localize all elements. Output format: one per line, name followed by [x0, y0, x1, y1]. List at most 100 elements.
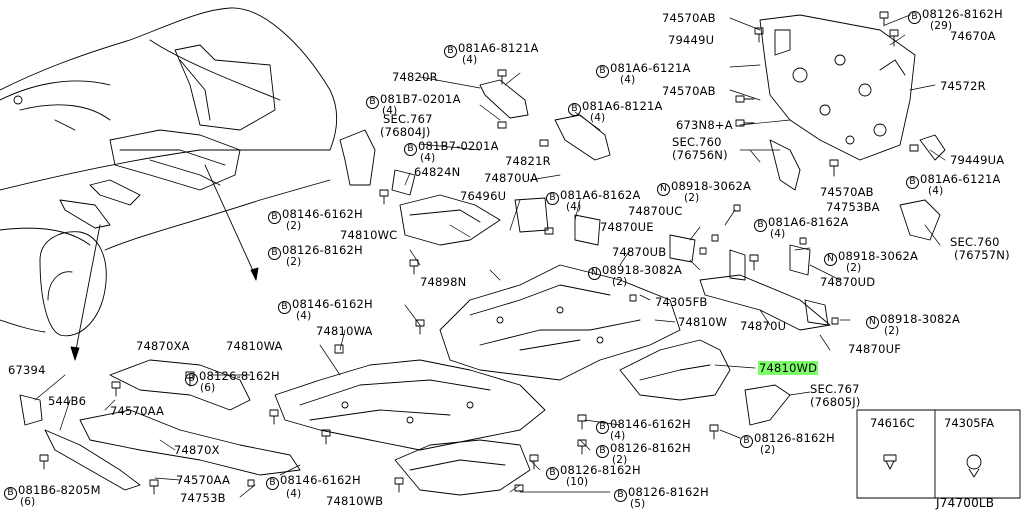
qty-08146-6162h-d: (4): [286, 488, 302, 500]
qty-081b7-0201a-b: (4): [420, 152, 436, 164]
label-sec767-a: SEC.767: [383, 112, 433, 126]
bolt-prefix-icon: B: [185, 373, 198, 386]
nut-prefix-icon: N: [657, 183, 670, 196]
qty-081a6-8121a-top: (4): [462, 54, 478, 66]
label-74898n: 74898N: [420, 275, 467, 289]
label-74572r: 74572R: [940, 79, 986, 93]
legend-box: [856, 409, 1021, 499]
bolt-prefix-icon: B: [444, 45, 457, 58]
panel-74810wd: [619, 339, 791, 426]
label-74570ab-2: 74570AB: [662, 84, 716, 98]
bolt-prefix-icon: B: [4, 487, 17, 500]
fastener-bolts: [39, 11, 919, 495]
nut-prefix-icon: N: [588, 267, 601, 280]
qty-081b6-8205m: (6): [20, 496, 36, 508]
label-74870uf: 74870UF: [848, 342, 902, 356]
legend-label-left: 74616C: [870, 416, 915, 430]
label-74810wa-b: 74810WA: [226, 339, 283, 353]
bolt-prefix-icon: B: [268, 211, 281, 224]
qty-08146-6162h-c: (4): [610, 430, 626, 442]
label-74870ue: 74870UE: [600, 220, 654, 234]
qty-08126-8162h-e: (10): [566, 476, 589, 488]
bolt-prefix-icon: B: [268, 247, 281, 260]
label-74870ud: 74870UD: [820, 275, 876, 289]
bolt-prefix-icon: B: [614, 489, 627, 502]
qty-081a6-8162a-b: (4): [770, 228, 786, 240]
qty-08126-8162h-top: (29): [930, 20, 953, 32]
bolt-prefix-icon: B: [266, 477, 279, 490]
label-74570ab: 74570AB: [662, 11, 716, 25]
bolt-prefix-icon: B: [546, 192, 559, 205]
label-79449ua: 79449UA: [950, 153, 1005, 167]
panel-74810wb: [394, 439, 531, 496]
bolt-prefix-icon: B: [568, 103, 581, 116]
label-74870ub: 74870UB: [612, 245, 667, 259]
qty-08126-8162h-a: (2): [286, 256, 302, 268]
qty-081b7-0201a-a: (4): [382, 105, 398, 117]
label-74570aa-2: 74570AA: [176, 473, 231, 487]
label-74810w: 74810W: [678, 315, 728, 329]
bolt-prefix-icon: B: [906, 176, 919, 189]
label-74870uc: 74870UC: [628, 204, 683, 218]
qty-08146-6162h-a: (2): [286, 220, 302, 232]
qty-08918-3082a-b: (2): [884, 325, 900, 337]
bolt-prefix-icon: B: [596, 421, 609, 434]
label-74305fb: 74305FB: [655, 295, 708, 309]
label-74753ba: 74753BA: [826, 200, 880, 214]
bolt-prefix-icon: B: [546, 467, 559, 480]
qty-08126-8162h-f: (5): [630, 498, 646, 510]
label-74753b: 74753B: [180, 491, 226, 505]
label-74570ab-3: 74570AB: [820, 185, 874, 199]
qty-081a6-8121a-mid: (4): [590, 112, 606, 124]
qty-081a6-6121a-a: (4): [620, 74, 636, 86]
qty-08126-8162h-d: (2): [760, 444, 776, 456]
label-74810wb: 74810WB: [326, 494, 384, 508]
label-544b6: 544B6: [48, 394, 87, 408]
label-74670a: 74670A: [950, 29, 996, 43]
label-sec767-b-sub: (76805J): [810, 395, 861, 409]
label-67394: 67394: [8, 363, 46, 377]
bolt-prefix-icon: B: [366, 96, 379, 109]
label-74810wa-a: 74810WA: [316, 324, 373, 338]
qty-08126-8162h-b: (6): [200, 382, 216, 394]
label-sec767-b: SEC.767: [810, 382, 860, 396]
panel-74810wa: [274, 359, 546, 451]
label-79449u: 79449U: [668, 33, 715, 47]
label-74810wd: 74810WD: [758, 361, 819, 375]
nut-prefix-icon: N: [824, 253, 837, 266]
leader-lines: [34, 14, 946, 498]
qty-08126-8162h-c: (2): [612, 454, 628, 466]
qty-08146-6162h-b: (4): [296, 310, 312, 322]
bolt-prefix-icon: B: [908, 11, 921, 24]
bolt-prefix-icon: B: [596, 445, 609, 458]
label-74870xa: 74870XA: [136, 339, 190, 353]
car-outline: [0, 7, 338, 337]
legend-label-right: 74305FA: [944, 416, 995, 430]
label-74870ua: 74870UA: [484, 171, 539, 185]
label-sec767-a-sub: (76804J): [380, 125, 431, 139]
highlighted-part-74810wd: 74810WD: [758, 361, 819, 375]
